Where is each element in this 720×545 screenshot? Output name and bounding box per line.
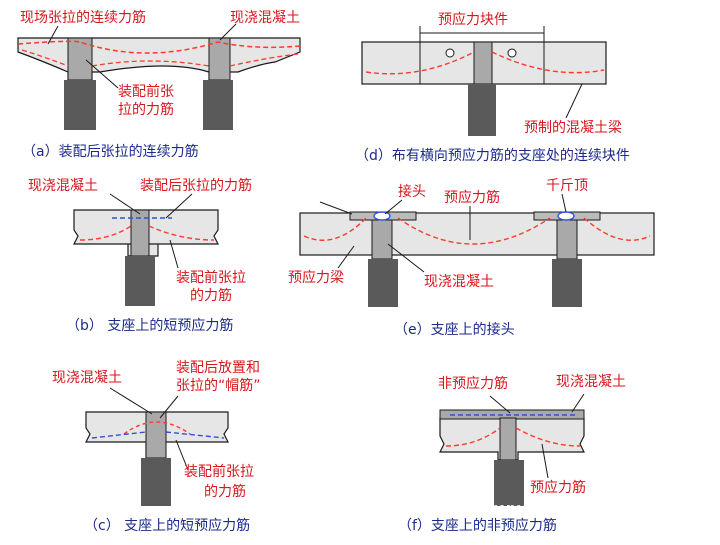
panel-a-label-pre-tendon-1: 装配前张 (118, 83, 174, 100)
panel-e: 接头 预应力筋 千斤顶 预应力梁 现浇混凝土 （e）支座上的接头 (288, 178, 655, 338)
watermark: 爱上土木 WWW.23TM.COM (412, 502, 622, 520)
panel-f-label-nonprestressed: 非预应力筋 (438, 375, 508, 392)
panel-b-cast-joint (130, 209, 150, 257)
panel-e-label-tendon: 预应力筋 (444, 189, 500, 206)
panel-a-label-pre-tendon-2: 拉的力筋 (118, 101, 174, 118)
panel-c-leader-2 (159, 395, 179, 419)
panel-b-leader-1 (109, 193, 141, 215)
panel-e-leader-4 (561, 193, 567, 213)
panel-a-cast-joint-1 (67, 37, 93, 81)
panel-a-deck (17, 37, 301, 81)
panel-b-leader-3 (169, 239, 179, 269)
panel-b-caption: （b） 支座上的短预应力筋 (66, 317, 233, 334)
panel-b-label-post-tendon: 装配后张拉的力筋 (140, 177, 252, 194)
panel-d-label-block: 预应力块件 (438, 11, 508, 28)
panel-c-label-pre-tendon-2: 的力筋 (204, 483, 246, 500)
panel-c-column (141, 458, 171, 506)
panel-a-column-1 (64, 80, 96, 130)
post-hole-icon (507, 48, 517, 58)
jack-icon (557, 211, 575, 221)
panel-c-pre-tendon (91, 431, 225, 439)
panel-c-label-cast-concrete: 现浇混凝土 (52, 370, 122, 386)
panel-f-column (494, 460, 524, 506)
panel-e-leader-6 (387, 243, 425, 273)
panel-e-caption: （e）支座上的接头 (394, 321, 515, 338)
panel-d-column (468, 84, 496, 136)
panel-f-leader-3 (541, 443, 549, 479)
panel-b-label-cast-concrete: 现浇混凝土 (28, 178, 98, 194)
panel-a: 现场张拉的连续力筋 现浇混凝土 装配前张 拉的力筋 （a）装配后张拉的连续力筋 (17, 9, 301, 160)
panel-b-label-pre-tendon-2: 的力筋 (190, 287, 232, 304)
panel-b-pre-tendon (79, 225, 215, 241)
panel-c-label-cap-2: 张拉的“帽筋” (176, 377, 261, 394)
panel-a-pre-tendon (21, 49, 299, 67)
panel-c-label-cap-1: 装配后放置和 (176, 360, 260, 376)
panel-b: 现浇混凝土 装配后张拉的力筋 装配前张拉 的力筋 （b） 支座上的短预应力筋 (28, 177, 252, 334)
panel-d-tendon (365, 51, 605, 75)
panel-f-leader-1 (489, 395, 511, 414)
jack-icon (373, 211, 391, 221)
panel-e-leader-2 (384, 199, 403, 215)
panel-f-label-cast-concrete: 现浇混凝土 (556, 374, 626, 390)
panel-e-label-jack: 千斤顶 (546, 178, 588, 194)
panel-e-column-1 (368, 259, 398, 307)
panel-a-continuous-tendon (17, 40, 301, 54)
panel-e-column-2 (552, 259, 582, 307)
panel-f-label-tendon: 预应力筋 (530, 479, 586, 496)
panel-c-leader-1 (109, 387, 153, 415)
panel-c-caption: （c） 支座上的短预应力筋 (84, 517, 250, 534)
panel-d: 预应力块件 预制的混凝土梁 （d）布有横向预应力筋的支座处的连续块件 (355, 11, 630, 164)
panel-b-column (125, 256, 155, 306)
panel-b-label-pre-tendon-1: 装配前张拉 (176, 269, 246, 286)
panel-b-leader-2 (165, 193, 193, 219)
panel-c-cast-joint (145, 411, 167, 459)
panel-f-cast-joint (499, 417, 517, 461)
panel-a-label-continuous-tendon: 现场张拉的连续力筋 (20, 9, 146, 26)
panel-e-leader-1 (319, 201, 353, 215)
panel-f-tendon (445, 427, 581, 447)
panel-e-label-joint: 接头 (398, 183, 426, 200)
panel-d-leader (565, 83, 583, 119)
panel-e-tendon (303, 217, 651, 245)
panel-e-label-beam: 预应力梁 (288, 269, 344, 286)
panel-d-caption: （d）布有横向预应力筋的支座处的连续块件 (355, 147, 630, 164)
post-hole-icon (445, 48, 455, 58)
panel-f-caption: （f）支座上的非预应力筋 (398, 517, 557, 534)
panel-a-leader-2 (219, 23, 237, 41)
panel-a-caption: （a）装配后张拉的连续力筋 (22, 143, 199, 160)
panel-c-label-pre-tendon-1: 装配前张拉 (184, 463, 254, 480)
panel-c-cap-tendon (123, 421, 191, 435)
panel-a-leader-1 (47, 25, 59, 45)
panel-a-label-cast-concrete: 现浇混凝土 (230, 10, 300, 26)
panel-d-joint (473, 41, 493, 85)
panel-c-leader-3 (175, 439, 189, 471)
panel-f: 非预应力筋 现浇混凝土 预应力筋 （f）支座上的非预应力筋 (398, 374, 626, 534)
panel-f-leader-2 (571, 393, 585, 413)
panel-d-label-precast-beam: 预制的混凝土梁 (524, 120, 622, 136)
panel-e-leader-5 (337, 245, 355, 269)
panel-e-label-cast-concrete: 现浇混凝土 (424, 274, 494, 290)
panel-a-leader-3 (85, 59, 119, 89)
panel-a-column-2 (203, 80, 233, 130)
panel-c: 现浇混凝土 装配后放置和 张拉的“帽筋” 装配前张拉 的力筋 （c） 支座上的短… (52, 360, 261, 534)
